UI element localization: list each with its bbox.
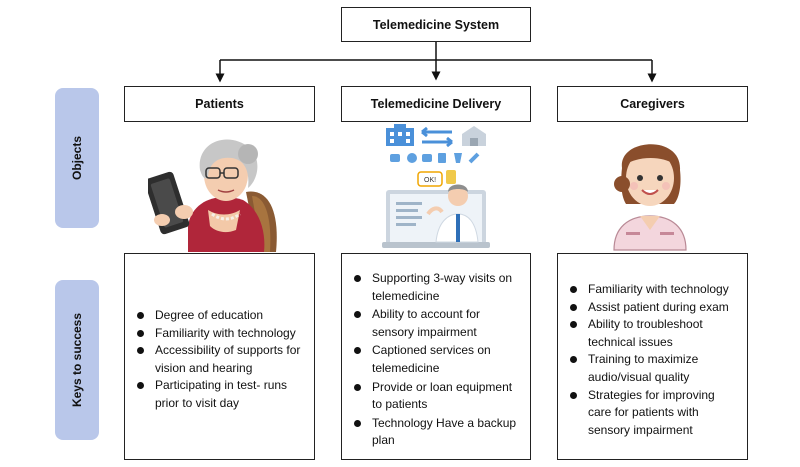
list-item: Accessibility of supports for vision and… xyxy=(135,342,306,377)
list-item: Assist patient during exam xyxy=(568,299,739,317)
chat-bubble-text: OK! xyxy=(424,177,436,184)
list-item: Technology Have a backup plan xyxy=(352,415,522,450)
row-label-keys: Keys to success xyxy=(55,280,99,440)
root-node: Telemedicine System xyxy=(341,7,531,42)
telemedicine-illustration: OK! xyxy=(382,124,490,248)
row-label-keys-text: Keys to success xyxy=(70,312,84,408)
keys-patients-box: Degree of education Familiarity with tec… xyxy=(124,253,315,460)
column-header-patients: Patients xyxy=(124,86,315,122)
elderly-woman-illustration xyxy=(148,139,277,252)
keys-delivery-list: Supporting 3-way visits on telemedicine … xyxy=(352,270,522,450)
keys-caregivers-list: Familiarity with technology Assist patie… xyxy=(568,281,739,439)
row-label-objects-text: Objects xyxy=(70,135,85,181)
list-item: Degree of education xyxy=(135,307,306,325)
row-label-objects: Objects xyxy=(55,88,99,228)
column-header-caregivers: Caregivers xyxy=(557,86,748,122)
list-item: Strategies for improving care for patien… xyxy=(568,387,739,440)
list-item: Provide or loan equipment to patients xyxy=(352,379,522,414)
list-item: Familiarity with technology xyxy=(135,325,306,343)
column-header-delivery: Telemedicine Delivery xyxy=(341,86,531,122)
list-item: Familiarity with technology xyxy=(568,281,739,299)
list-item: Training to maximize audio/visual qualit… xyxy=(568,351,739,386)
caregiver-illustration xyxy=(613,144,687,251)
list-item: Ability to troubleshoot technical issues xyxy=(568,316,739,351)
keys-caregivers-box: Familiarity with technology Assist patie… xyxy=(557,253,748,460)
keys-patients-list: Degree of education Familiarity with tec… xyxy=(135,307,306,413)
list-item: Captioned services on telemedicine xyxy=(352,342,522,377)
keys-delivery-box: Supporting 3-way visits on telemedicine … xyxy=(341,253,531,460)
list-item: Participating in test- runs prior to vis… xyxy=(135,377,306,412)
list-item: Ability to account for sensory impairmen… xyxy=(352,306,522,341)
list-item: Supporting 3-way visits on telemedicine xyxy=(352,270,522,305)
